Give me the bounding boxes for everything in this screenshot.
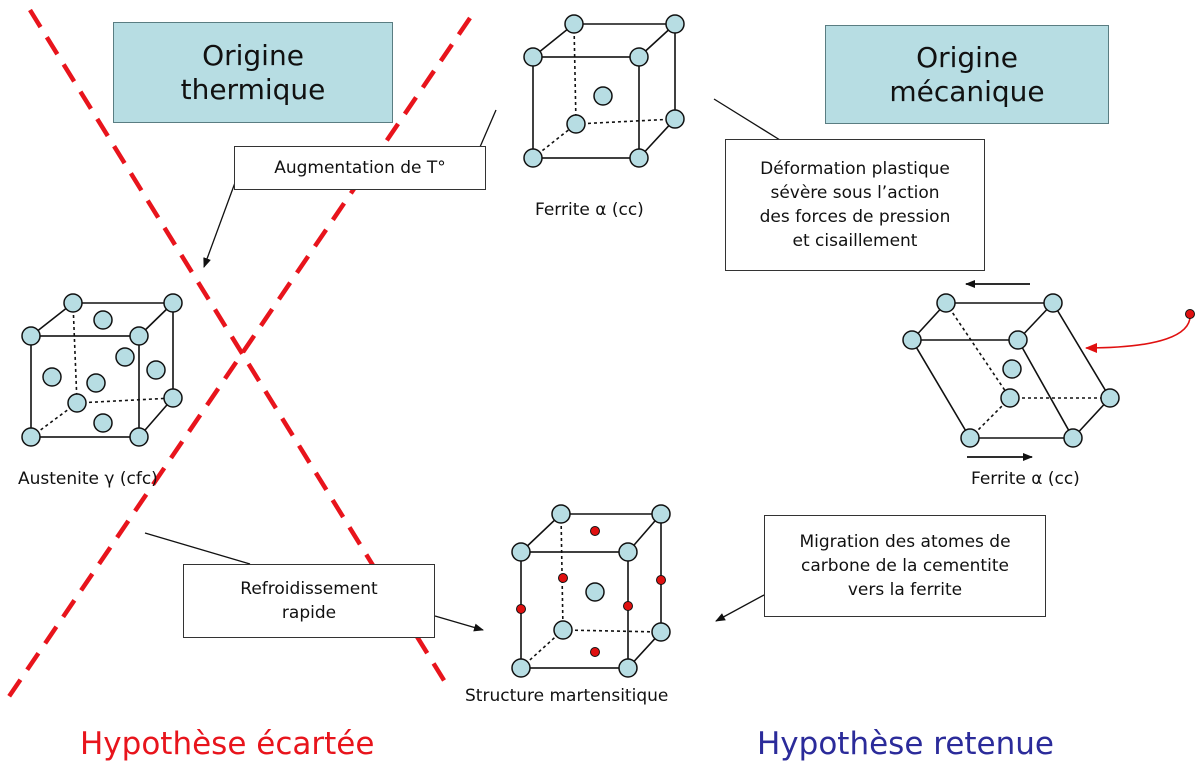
martensite-atoms	[511, 504, 671, 678]
origine-thermique-line-1: Origine	[202, 38, 304, 72]
augmentation-box: Augmentation de T°	[234, 146, 486, 190]
ferrite-top-label: Ferrite α (cc)	[535, 200, 644, 220]
refroidissement-line-1: Refroidissement	[240, 579, 378, 599]
deformation-box: Déformation plastique sévère sous l’acti…	[725, 139, 985, 271]
ferrite-right-label: Ferrite α (cc)	[971, 469, 1080, 489]
ferrite-right-atoms	[902, 293, 1120, 448]
deformation-line-4: et cisaillement	[792, 231, 918, 251]
deformation-line-3: des forces de pression	[759, 207, 951, 227]
origine-mecanique-box: Origine mécanique	[825, 25, 1109, 124]
migration-box: Migration des atomes de carbone de la ce…	[764, 515, 1046, 617]
origine-thermique-box: Origine thermique	[113, 22, 393, 123]
origine-thermique-line-2: thermique	[180, 72, 326, 106]
austenite-label: Austenite γ (cfc)	[18, 469, 158, 489]
hypothesis-rejected: Hypothèse écartée	[80, 726, 375, 762]
connectors	[144, 98, 781, 632]
migration-line-3: vers la ferrite	[847, 580, 963, 600]
migration-line-2: carbone de la cementite	[801, 556, 1009, 576]
refroidissement-box: Refroidissement rapide	[183, 564, 435, 638]
origine-mecanique-line-1: Origine	[916, 40, 1018, 74]
austenite-atoms	[21, 293, 183, 447]
martensite-label: Structure martensitique	[465, 686, 669, 706]
hypothesis-retained: Hypothèse retenue	[757, 726, 1054, 762]
shear-arrows	[965, 280, 1033, 461]
deformation-line-2: sévère sous l’action	[770, 183, 940, 203]
augmentation-text: Augmentation de T°	[274, 158, 446, 178]
ferrite-top-atoms	[523, 14, 685, 168]
migration-line-1: Migration des atomes de	[799, 532, 1011, 552]
carbon-migration-arrow	[1085, 309, 1195, 353]
origine-mecanique-line-2: mécanique	[889, 74, 1045, 108]
martensite-carbon-atoms	[516, 526, 666, 657]
deformation-line-1: Déformation plastique	[760, 159, 950, 179]
refroidissement-line-2: rapide	[281, 603, 337, 623]
